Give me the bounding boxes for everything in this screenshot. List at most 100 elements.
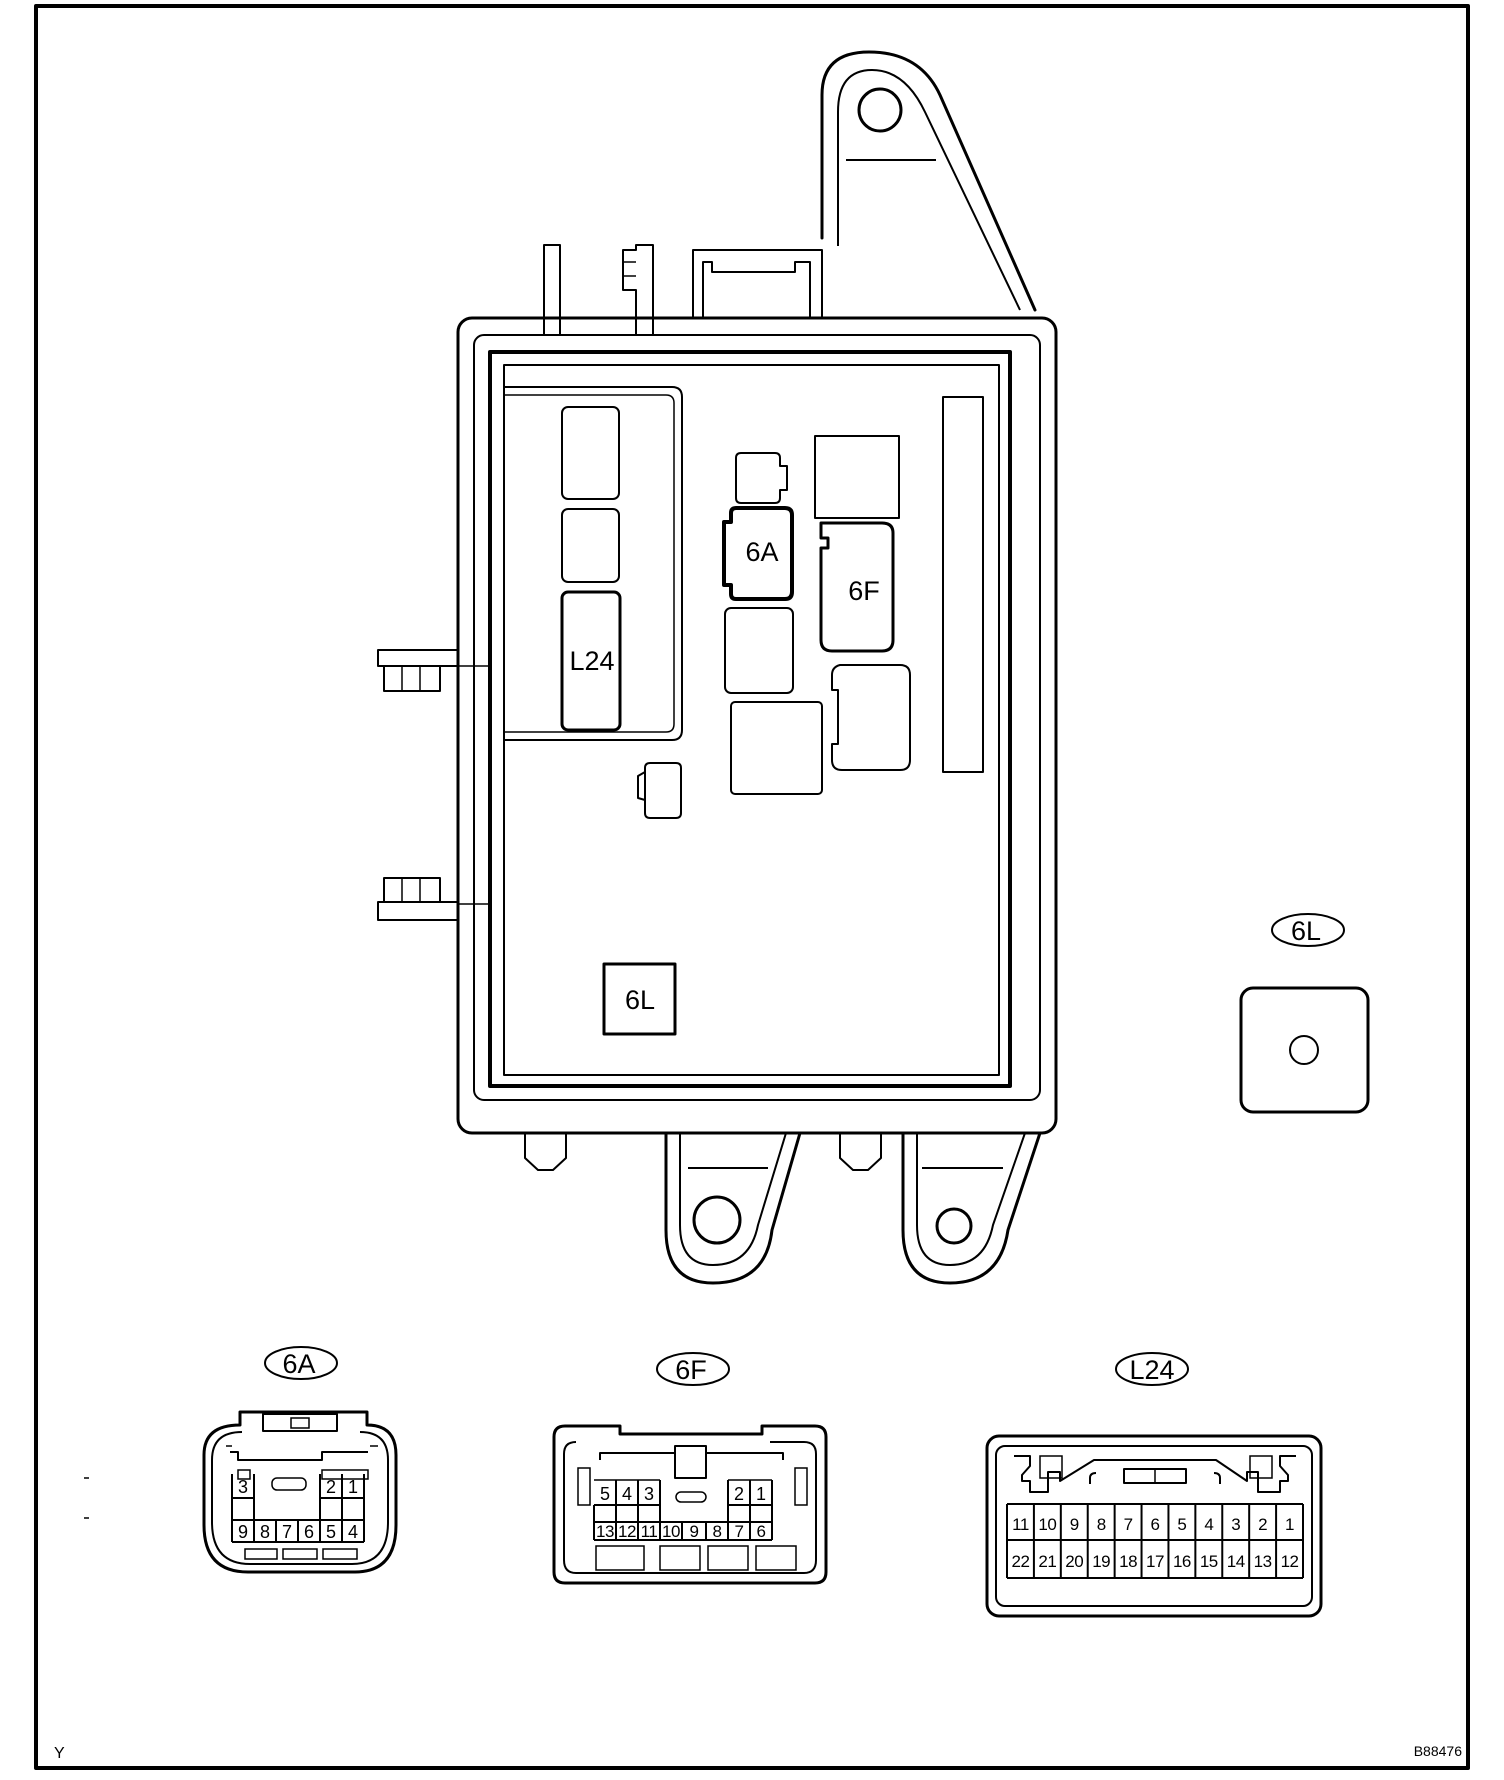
top-bracket-inner [837, 69, 1021, 311]
box-6f-frame [819, 521, 895, 653]
tag-6l [1271, 913, 1345, 947]
tag-l24 [1115, 1352, 1189, 1386]
pin-6f-2: 2 [734, 1484, 744, 1504]
pin-6a-1: 1 [348, 1477, 358, 1497]
pin-6f-10: 10 [662, 1522, 680, 1541]
pin-l24-2: 2 [1258, 1515, 1267, 1534]
pin-6f-13: 13 [596, 1522, 614, 1541]
pin-l24-1: 1 [1285, 1515, 1294, 1534]
box-l24-frame [560, 590, 622, 732]
connector-6a-body [202, 1410, 398, 1574]
pin-6f-7: 7 [735, 1522, 744, 1541]
pin-l24-19: 19 [1092, 1552, 1110, 1571]
bottom-foot-left [524, 1133, 567, 1171]
pin-l24-13: 13 [1254, 1552, 1272, 1571]
box-6a-frame [722, 506, 794, 601]
fuse-strip [942, 396, 984, 773]
pin-l24-20: 20 [1065, 1552, 1083, 1571]
left-section [504, 386, 683, 741]
box-l24-label: L24 [569, 646, 614, 676]
socket-mid-1 [724, 607, 794, 694]
connector-6l-terminal [1289, 1035, 1319, 1065]
pin-6f-9: 9 [690, 1522, 699, 1541]
tag-6f-text: 6F [675, 1355, 707, 1385]
top-bracket-hole [857, 87, 903, 133]
junction-block: L24 6A 6F 6L [377, 50, 1058, 1285]
bottom-bracket-left [664, 1131, 802, 1285]
top-tab-2 [622, 244, 654, 335]
housing-outer [456, 316, 1058, 1135]
pin-6a-7: 7 [282, 1522, 292, 1542]
pin-l24-14: 14 [1227, 1552, 1245, 1571]
pin-l24-5: 5 [1177, 1515, 1186, 1534]
box-6a-label: 6A [745, 537, 778, 567]
pin-l24-10: 10 [1038, 1515, 1056, 1534]
pin-l24-12: 12 [1281, 1552, 1299, 1571]
bottom-bracket-right [901, 1131, 1042, 1285]
pin-l24-8: 8 [1097, 1515, 1106, 1534]
pin-6f-5: 5 [600, 1484, 610, 1504]
top-tab-1 [543, 244, 561, 335]
pin-6a-4: 4 [348, 1522, 358, 1542]
tag-6f [656, 1352, 730, 1386]
pin-6f-1: 1 [756, 1484, 766, 1504]
outer-frame [34, 4, 1470, 1770]
pin-l24-15: 15 [1200, 1552, 1218, 1571]
housing-inner-2 [503, 364, 1000, 1076]
pin-6f-11: 11 [641, 1522, 658, 1541]
connector-6f-body [552, 1424, 828, 1585]
pin-6a-8: 8 [260, 1522, 270, 1542]
pin-6a-3: 3 [238, 1477, 248, 1497]
pin-l24-9: 9 [1070, 1515, 1079, 1534]
tag-6a-text: 6A [282, 1349, 315, 1379]
socket-square-top [814, 435, 900, 519]
pin-6f-6: 6 [757, 1522, 766, 1541]
pin-6f-4: 4 [622, 1484, 632, 1504]
bottom-foot-right [839, 1133, 882, 1171]
box-6l-frame [602, 962, 677, 1036]
small-socket-bottom [637, 762, 682, 819]
pin-l24-3: 3 [1231, 1515, 1240, 1534]
pin-l24-7: 7 [1124, 1515, 1133, 1534]
connector-l24-body [985, 1434, 1323, 1618]
tag-6l-text: 6L [1291, 916, 1321, 946]
connector-6l-view: 6L [1239, 913, 1370, 1114]
pin-l24-11: 11 [1012, 1515, 1029, 1534]
top-latch [692, 249, 823, 318]
top-bracket [820, 50, 1037, 312]
pin-6a-6: 6 [304, 1522, 314, 1542]
pin-6a-9: 9 [238, 1522, 248, 1542]
socket-left-2 [561, 508, 620, 583]
tag-6a [264, 1346, 338, 1380]
pin-l24-18: 18 [1119, 1552, 1137, 1571]
box-6f-label: 6F [848, 576, 880, 606]
pin-l24-6: 6 [1151, 1515, 1160, 1534]
pin-l24-22: 22 [1011, 1552, 1029, 1571]
small-socket-top [735, 452, 788, 504]
socket-left-1 [561, 406, 620, 500]
pin-l24-16: 16 [1173, 1552, 1191, 1571]
pin-l24-4: 4 [1204, 1515, 1213, 1534]
pin-6a-2: 2 [326, 1477, 336, 1497]
tag-l24-text: L24 [1129, 1355, 1174, 1385]
pin-6f-12: 12 [618, 1522, 636, 1541]
pin-l24-17: 17 [1146, 1552, 1164, 1571]
connector-6l-body [1239, 986, 1370, 1114]
bottom-bracket-left-hole [692, 1195, 742, 1245]
pin-l24-21: 21 [1038, 1552, 1056, 1571]
box-6l-label: 6L [625, 985, 655, 1015]
bottom-bracket-right-hole [935, 1207, 973, 1245]
pin-6f-3: 3 [644, 1484, 654, 1504]
pin-6f-8: 8 [713, 1522, 722, 1541]
top-latch-inner [702, 261, 811, 318]
socket-mid-2 [730, 701, 823, 795]
socket-mid-right [831, 664, 911, 771]
housing-mid [473, 334, 1041, 1101]
housing-inner [488, 350, 1012, 1088]
corner-label-left: Y [54, 1745, 65, 1762]
pin-6a-5: 5 [326, 1522, 336, 1542]
